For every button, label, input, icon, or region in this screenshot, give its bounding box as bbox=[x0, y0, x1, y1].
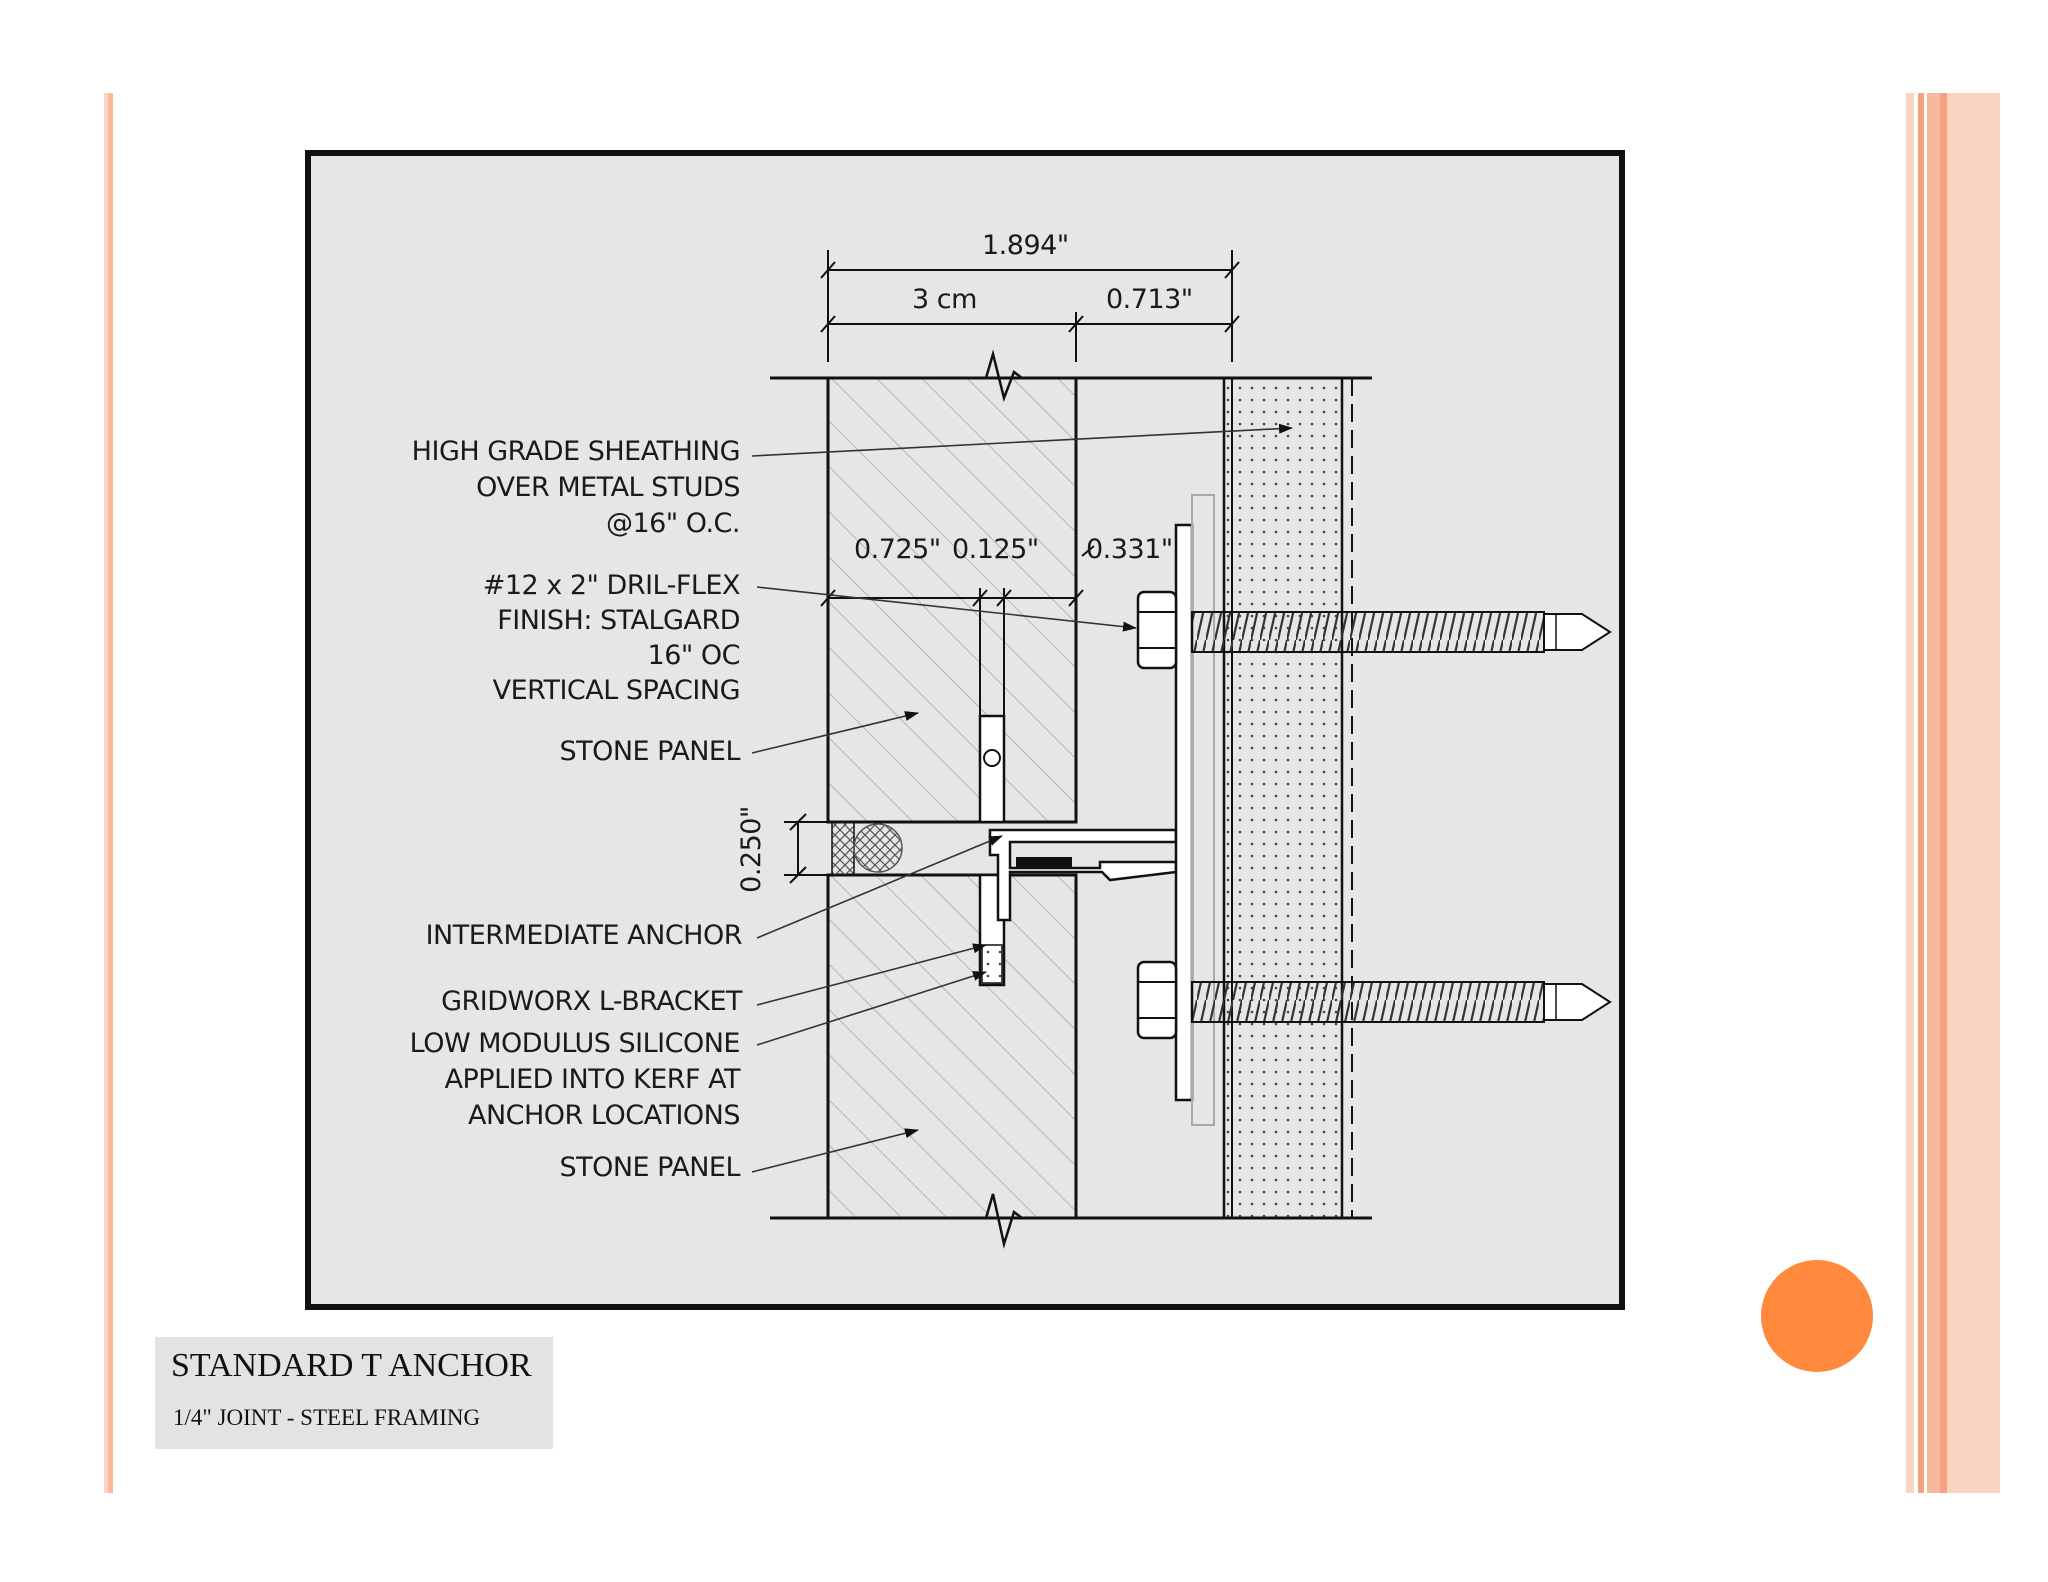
dim-kerf-a-label: 0.725" bbox=[854, 534, 941, 565]
callout-silicone: LOW MODULUS SILICONE APPLIED INTO KERF A… bbox=[409, 1028, 741, 1131]
dim-joint-label: 0.250" bbox=[735, 806, 767, 893]
sheathing-board bbox=[1222, 376, 1344, 1220]
callout-stone-panel-bottom: STONE PANEL bbox=[559, 1152, 740, 1183]
accent-dot bbox=[1761, 1260, 1873, 1372]
stone-panel-top bbox=[826, 376, 1078, 824]
callout-l-bracket: GRIDWORX L-BRACKET bbox=[441, 986, 742, 1017]
right-stripe-5 bbox=[1947, 93, 2000, 1493]
callout-screw: #12 x 2" DRIL-FLEX FINISH: STALGARD 16" … bbox=[482, 570, 741, 706]
silicone-fill bbox=[981, 944, 1003, 984]
leader-lines bbox=[751, 423, 1293, 1173]
right-stripe-4 bbox=[1940, 93, 1947, 1493]
bracket-ghost-outline bbox=[1191, 494, 1215, 1126]
dim-stone-label: 3 cm bbox=[912, 284, 977, 315]
dim-overall-label: 1.894" bbox=[982, 230, 1069, 261]
kerf-pin bbox=[983, 749, 1001, 767]
callout-intermediate-anchor: INTERMEDIATE ANCHOR bbox=[425, 920, 743, 951]
callout-stone-panel-top: STONE PANEL bbox=[559, 736, 740, 767]
dim-kerf-b-label: 0.125" bbox=[952, 534, 1039, 565]
bracket-pad bbox=[1016, 857, 1072, 867]
right-stripe-3 bbox=[1927, 93, 1940, 1493]
joint-sealant bbox=[831, 821, 855, 876]
screw-upper bbox=[1136, 590, 1612, 670]
right-stripe-1 bbox=[1906, 93, 1914, 1493]
backer-rod bbox=[853, 823, 903, 873]
caption-subtitle: 1/4" JOINT - STEEL FRAMING bbox=[173, 1405, 481, 1430]
caption-box: STANDARD T ANCHOR 1/4" JOINT - STEEL FRA… bbox=[155, 1337, 553, 1449]
screw-lower bbox=[1136, 960, 1612, 1040]
right-stripe-2 bbox=[1918, 93, 1924, 1493]
caption-title: STANDARD T ANCHOR bbox=[171, 1347, 532, 1384]
callout-sheathing: HIGH GRADE SHEATHING OVER METAL STUDS @1… bbox=[411, 436, 741, 539]
bottom-break-symbol bbox=[984, 1193, 1023, 1249]
bracket-angle-plate bbox=[1174, 523, 1194, 1102]
left-stripe-outer bbox=[104, 93, 108, 1493]
dim-kerf-c-label: 0.331" bbox=[1086, 534, 1173, 565]
left-stripe-inner bbox=[108, 93, 113, 1493]
top-break-symbol bbox=[984, 349, 1023, 403]
dimension-lines bbox=[784, 250, 1240, 884]
kerf-slot-top bbox=[978, 714, 1006, 824]
stone-panel-bottom bbox=[826, 873, 1078, 1220]
dim-cavity-label: 0.713" bbox=[1106, 284, 1193, 315]
